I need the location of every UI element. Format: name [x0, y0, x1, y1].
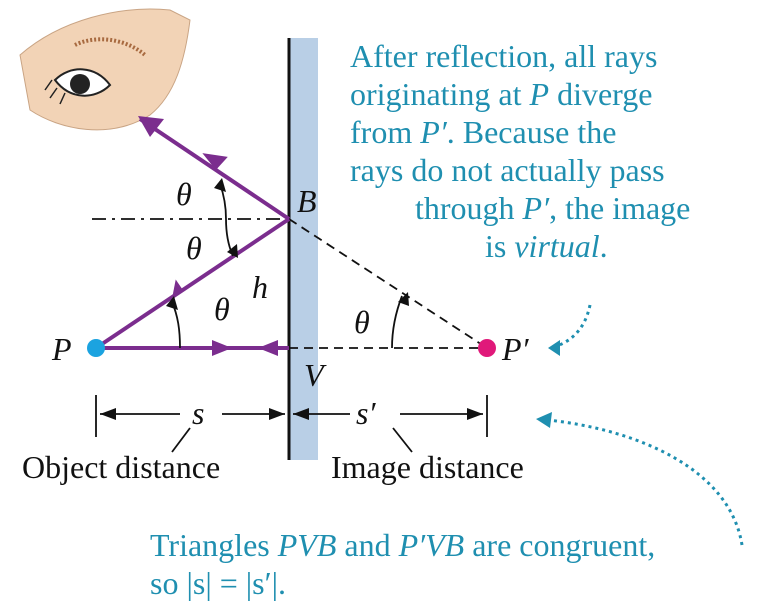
image-distance-pointer [392, 427, 413, 453]
pointer-to-Pprime-arrow [548, 340, 560, 356]
eye-icon [44, 68, 112, 105]
note-congruent-triangles: Triangles PVB and P′VB are congruent, so… [150, 526, 655, 602]
ray-B-reflected-arrowhead [138, 116, 164, 137]
object-point-P [87, 339, 105, 357]
distance-arrowheads [100, 408, 483, 420]
note-line-5: through P′, the image [415, 190, 691, 226]
distance-markers [95, 395, 488, 453]
ray-P-to-B [94, 217, 291, 350]
label-B: B [297, 183, 317, 219]
note-line-2: originating at P diverge [350, 76, 653, 112]
label-s: s [192, 395, 204, 431]
angle-arrowheads [166, 178, 409, 310]
note-line-3: from P′. Because the [350, 114, 617, 150]
congruent-line-2: so |s| = |s′|. [150, 565, 287, 601]
ray-B-reflected-midarrow [202, 153, 228, 170]
object-distance-pointer [171, 427, 191, 453]
label-theta-Pprime: θ [354, 304, 370, 340]
image-point-Pprime [478, 339, 496, 357]
pointer-to-distances-arrow [536, 412, 552, 428]
label-V: V [304, 357, 327, 393]
label-P: P [51, 331, 72, 367]
mirror [289, 38, 318, 460]
arc-theta-Pprime [391, 295, 403, 349]
label-theta-lower: θ [186, 230, 202, 266]
label-object-distance: Object distance [22, 449, 220, 485]
ray-P-to-B-arrow [172, 279, 183, 297]
label-h: h [252, 269, 268, 305]
label-Pprime: P′ [501, 331, 530, 367]
note-line-6: is virtual. [485, 228, 608, 264]
note-line-4: rays do not actually pass [350, 152, 665, 188]
label-theta-upper: θ [176, 176, 192, 212]
face-skin [19, 8, 191, 131]
label-s-prime: s′ [356, 395, 376, 431]
congruent-line-1: Triangles PVB and P′VB are congruent, [150, 527, 656, 563]
ray-P-to-V-arrow [212, 340, 232, 356]
dashed-extension-B-to-Pprime [288, 218, 488, 349]
observer-face [19, 8, 191, 131]
ray-V-return-arrow [258, 340, 278, 356]
ray-B-reflected [138, 117, 291, 221]
pointer-to-distances [547, 418, 744, 546]
note-line-1: After reflection, all rays [350, 38, 658, 74]
label-image-distance: Image distance [331, 449, 524, 485]
note-virtual-image: After reflection, all rays originating a… [330, 37, 750, 265]
label-theta-P: θ [214, 291, 230, 327]
